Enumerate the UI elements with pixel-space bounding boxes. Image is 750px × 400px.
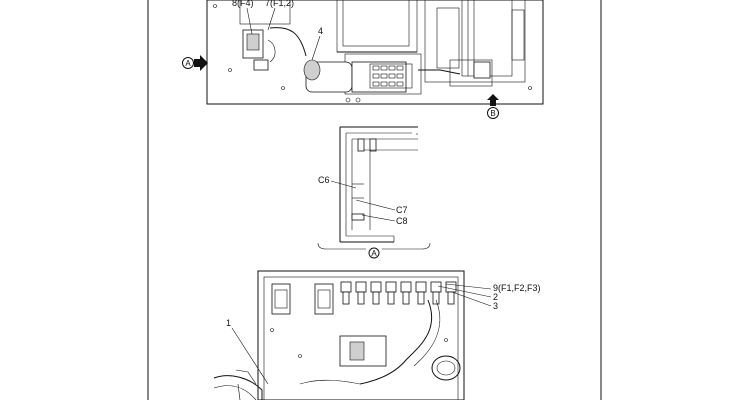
part-4-label: 4 — [318, 26, 323, 36]
svg-text:A: A — [371, 249, 377, 258]
part-3-label: 3 — [493, 301, 498, 311]
label-c6: C6 — [318, 175, 330, 185]
part-9-label: 9(F1,F2,F3) — [493, 283, 541, 293]
view-a-marker: A — [182, 55, 208, 71]
part-8-label: 8(F4) — [232, 0, 254, 8]
bottom-view-panel — [257, 270, 465, 400]
external-harness — [213, 369, 263, 400]
label-c8: C8 — [396, 216, 408, 226]
part-7-label: 7(F1,2) — [265, 0, 294, 8]
fuse-row — [340, 281, 457, 305]
svg-text:A: A — [185, 59, 191, 68]
detail-a-view — [339, 126, 418, 243]
svg-text:B: B — [490, 109, 495, 118]
part-2-label: 2 — [493, 292, 498, 302]
top-view-panel — [206, 0, 544, 105]
detail-a-caption: A — [317, 242, 431, 259]
part-1-label: 1 — [226, 318, 231, 328]
label-c7: C7 — [396, 205, 408, 215]
view-b-marker: B — [487, 94, 499, 119]
